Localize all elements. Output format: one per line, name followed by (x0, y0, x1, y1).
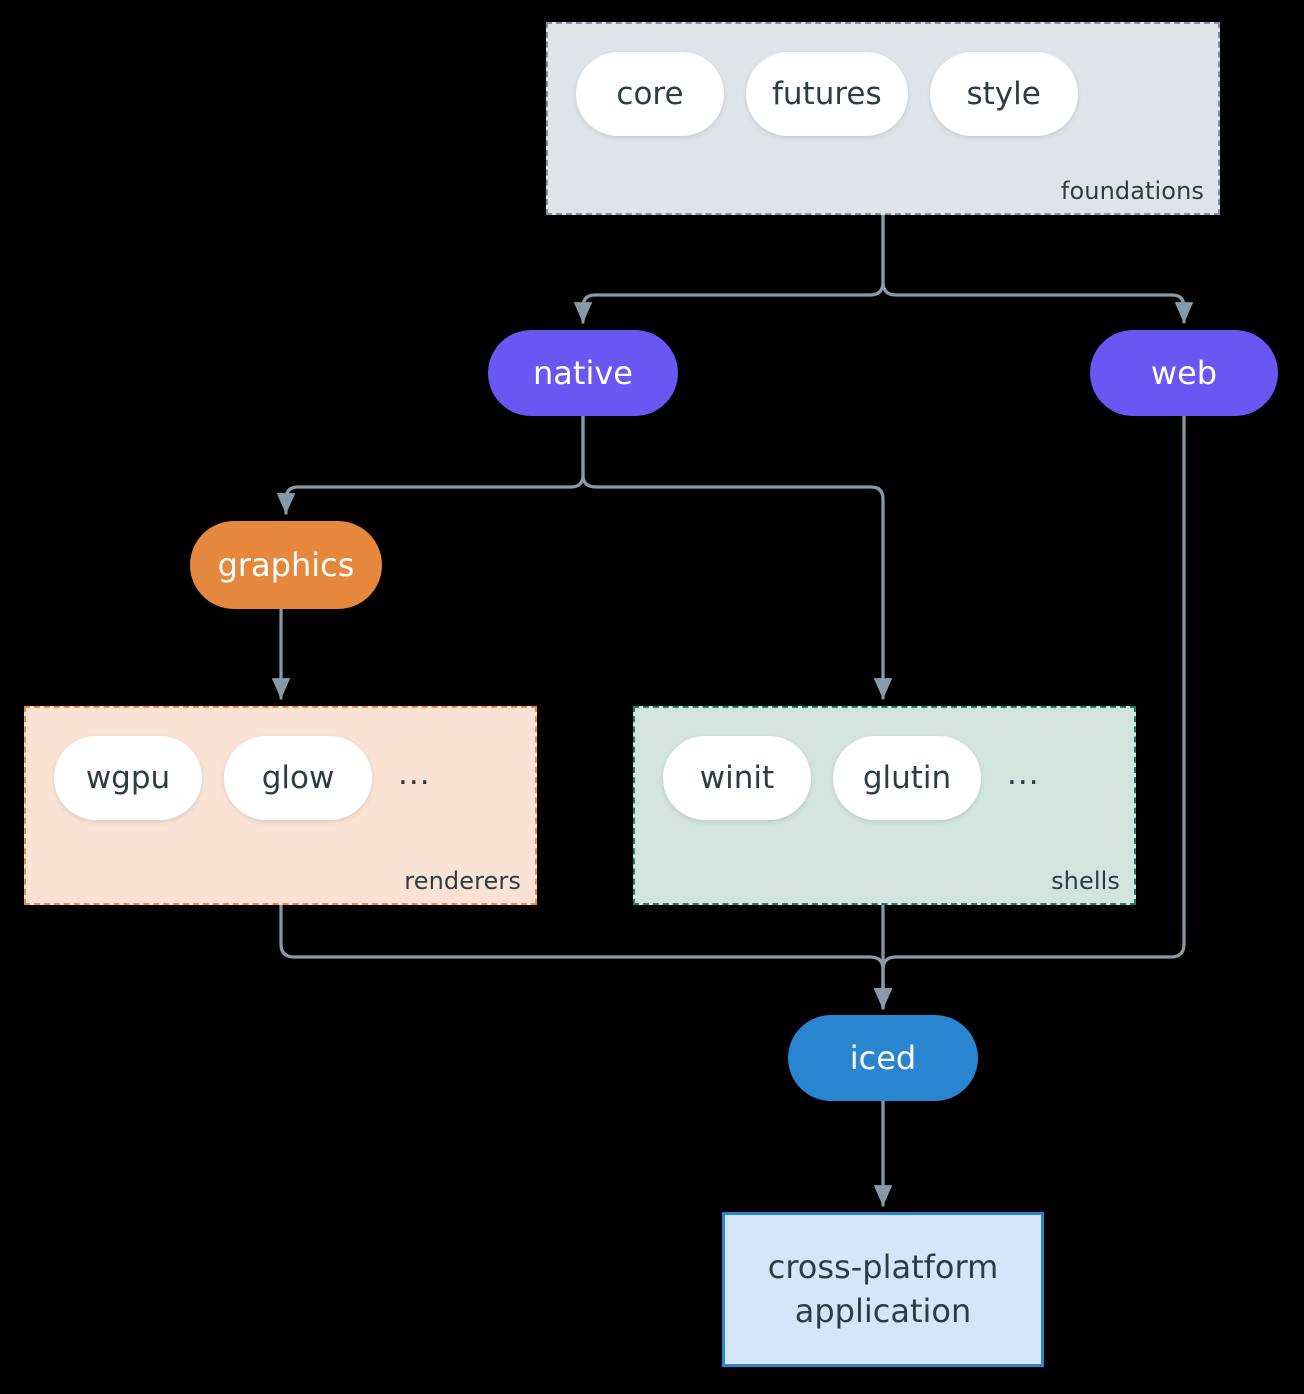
renderers-more-ellipsis: ... (398, 755, 431, 792)
node-cross-platform-application[interactable]: cross-platform application (722, 1212, 1044, 1367)
cluster-foundations-label: foundations (1060, 177, 1204, 205)
node-native[interactable]: native (488, 330, 678, 416)
edge-renderers-iced (279, 903, 893, 1010)
pill-glutin[interactable]: glutin (833, 736, 981, 820)
node-graphics[interactable]: graphics (190, 521, 382, 609)
cluster-shells: winit glutin ... shells (633, 706, 1136, 905)
node-native-label: native (533, 354, 633, 392)
node-web-label: web (1150, 354, 1218, 392)
pill-glutin-label: glutin (862, 760, 952, 796)
application-line-1: cross-platform (767, 1248, 999, 1287)
node-iced-label: iced (849, 1039, 917, 1077)
edge-native-graphics (276, 414, 585, 515)
pill-futures[interactable]: futures (746, 52, 908, 136)
edge-foundations-web (881, 213, 1194, 324)
cluster-shells-label: shells (1051, 867, 1120, 895)
cluster-renderers-label: renderers (404, 867, 521, 895)
pill-winit-label: winit (699, 760, 775, 796)
pill-glow[interactable]: glow (224, 736, 372, 820)
edge-foundations-native (573, 213, 885, 324)
pill-core-label: core (616, 76, 684, 112)
shells-pill-row: winit glutin ... (663, 736, 1040, 820)
pill-futures-label: futures (772, 76, 882, 112)
node-graphics-label: graphics (217, 546, 355, 584)
cluster-foundations: core futures style foundations (546, 22, 1220, 215)
pill-wgpu-label: wgpu (85, 760, 171, 796)
pill-wgpu[interactable]: wgpu (54, 736, 202, 820)
renderers-pill-row: wgpu glow ... (54, 736, 431, 820)
pill-style-label: style (966, 76, 1041, 112)
edge-native-shells (581, 414, 893, 700)
node-iced[interactable]: iced (788, 1015, 978, 1101)
cluster-renderers: wgpu glow ... renderers (24, 706, 537, 905)
pill-core[interactable]: core (576, 52, 724, 136)
node-web[interactable]: web (1090, 330, 1278, 416)
pill-glow-label: glow (261, 760, 335, 796)
shells-more-ellipsis: ... (1007, 755, 1040, 792)
pill-style[interactable]: style (929, 52, 1078, 136)
foundations-pill-row: core futures style (576, 52, 1078, 136)
application-line-2: application (794, 1291, 972, 1330)
pill-winit[interactable]: winit (663, 736, 811, 820)
